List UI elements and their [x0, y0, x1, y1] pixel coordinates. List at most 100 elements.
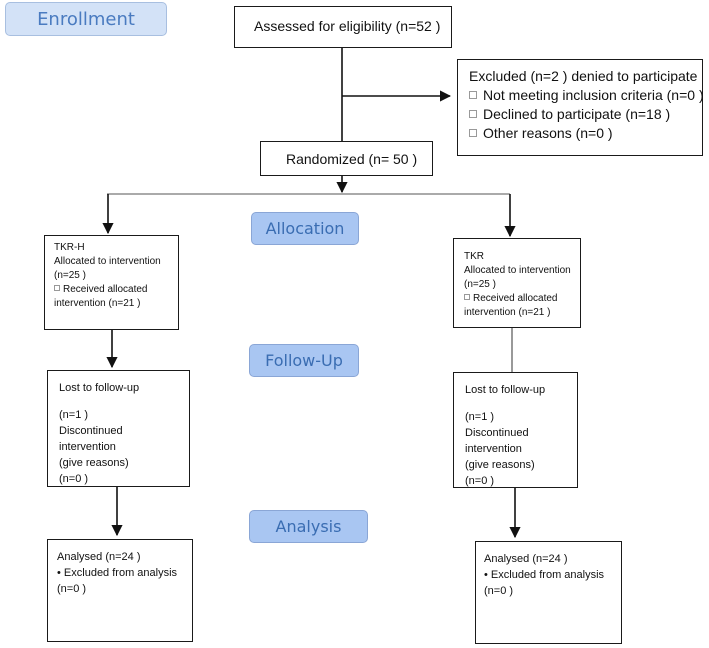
right-received-label: Received allocated: [473, 293, 558, 304]
left-analysed-label: Analysed: [57, 551, 103, 563]
eligibility-box: Assessed for eligibility (n=52 ): [234, 6, 452, 48]
right-lost-close: ): [490, 410, 495, 423]
excluded-item-label: Not meeting inclusion criteria: [483, 86, 663, 103]
excluded-item-label: Declined to participate: [483, 105, 622, 122]
left-excluded-analysis: • Excluded from analysis: [57, 566, 192, 582]
right-discontinued-count: (n=0 ): [465, 474, 577, 487]
left-arm-name: TKR-H: [54, 242, 85, 253]
left-analysed-n: (n=24: [105, 551, 134, 563]
eligibility-n: (n=52: [395, 18, 432, 34]
right-received-close: ): [547, 307, 551, 318]
eligibility-n-close: ): [435, 18, 441, 34]
right-discontinued-reasons: (give reasons): [465, 458, 535, 471]
right-analysis-box: Analysed (n=24 ) • Excluded from analysi…: [475, 541, 622, 644]
left-analysis-box: Analysed (n=24 ) • Excluded from analysi…: [47, 539, 193, 642]
stage-analysis: Analysis: [249, 510, 368, 543]
left-discontinued-label: Discontinued: [59, 424, 123, 437]
stage-allocation-label: Allocation: [265, 219, 345, 238]
right-arm-name: TKR: [464, 251, 484, 262]
left-received: Received allocated: [54, 283, 178, 297]
right-lost-n: (n=1: [465, 410, 488, 423]
excluded-heading-n: (n=2: [530, 68, 559, 84]
checkbox-icon: [464, 294, 470, 301]
right-excluded-analysis-count: (n=0 ): [484, 584, 621, 600]
right-analysed-close: ): [563, 553, 568, 565]
right-lost-count: (n=1 ): [465, 410, 577, 426]
right-follow-up-box: Lost to follow-up (n=1 ) Discontinued in…: [453, 372, 578, 488]
left-lost-close: ): [84, 408, 89, 421]
checkbox-icon: [469, 128, 477, 137]
randomized-label: Randomized: [286, 151, 365, 167]
left-allocated-count: (n=25 ): [54, 269, 178, 283]
left-analysed: Analysed (n=24 ): [57, 550, 192, 566]
left-discontinued-reasons: (give reasons): [59, 456, 129, 469]
stage-analysis-label: Analysis: [275, 517, 342, 536]
randomized-box: Randomized (n= 50 ): [260, 141, 433, 176]
right-discontinued-close: ): [490, 474, 495, 487]
right-analysed-n: (n=24: [532, 553, 561, 565]
left-analysed-close: ): [136, 551, 141, 563]
excluded-item-close: ): [607, 124, 613, 141]
bullet-icon: •: [484, 568, 488, 581]
stage-enrollment: Enrollment: [5, 2, 167, 36]
excluded-item-n: (n=18: [625, 105, 662, 122]
left-discontinued-count: (n=0 ): [59, 472, 189, 486]
right-lost-label: Lost to follow-up: [465, 384, 546, 396]
right-received-label-b: intervention: [464, 307, 516, 318]
right-analysed-label: Analysed: [484, 553, 530, 565]
checkbox-icon: [469, 91, 477, 100]
stage-allocation: Allocation: [251, 212, 359, 245]
right-received: Received allocated: [464, 292, 580, 306]
right-discontinued-label: Discontinued: [465, 426, 529, 439]
right-analysed: Analysed (n=24 ): [484, 552, 621, 568]
left-received-line2: intervention (n=21 ): [54, 297, 178, 311]
right-excluded-analysis-close: ): [509, 584, 514, 597]
excluded-item: Not meeting inclusion criteria (n=0 ): [469, 86, 704, 105]
excluded-item-label: Other reasons: [483, 124, 572, 141]
right-discontinued-n: (n=0: [465, 474, 488, 487]
left-discontinued-n: (n=0: [59, 472, 82, 485]
excluded-box: Excluded (n=2 ) denied to participate No…: [457, 59, 704, 156]
right-received-line2: intervention (n=21 ): [464, 306, 580, 320]
bullet-icon: •: [57, 566, 61, 579]
stage-follow-up: Follow-Up: [249, 344, 359, 377]
eligibility-label: Assessed for eligibility: [254, 18, 392, 34]
left-lost-label: Lost to follow-up: [59, 382, 140, 394]
right-excluded-analysis-n: (n=0: [484, 584, 507, 597]
stage-follow-up-label: Follow-Up: [265, 351, 343, 370]
excluded-heading-label: Excluded: [469, 68, 527, 84]
stage-enrollment-label: Enrollment: [37, 8, 135, 30]
left-excluded-analysis-label: Excluded from analysis: [63, 566, 178, 579]
checkbox-icon: [54, 285, 60, 292]
right-allocated-n: (n=25: [464, 279, 490, 290]
excluded-item-close: ): [698, 86, 704, 103]
left-received-label-b: intervention: [54, 298, 106, 309]
left-discontinued-label-b: intervention: [59, 440, 116, 453]
right-excluded-analysis: • Excluded from analysis: [484, 568, 621, 584]
left-excluded-analysis-count: (n=0 ): [57, 582, 192, 598]
right-allocation-box: TKR Allocated to intervention (n=25 ) Re…: [453, 238, 581, 328]
left-lost-count: (n=1 ): [59, 408, 189, 424]
left-received-close: ): [137, 298, 141, 309]
right-excluded-analysis-label: Excluded from analysis: [490, 568, 605, 581]
left-follow-up-box: Lost to follow-up (n=1 ) Discontinued in…: [47, 370, 190, 487]
checkbox-icon: [469, 110, 477, 119]
excluded-item-n: (n=0: [666, 86, 696, 103]
excluded-item-close: ): [665, 105, 671, 122]
randomized-n-close: ): [412, 151, 418, 167]
left-excluded-analysis-close: ): [82, 582, 87, 595]
left-received-label: Received allocated: [63, 284, 148, 295]
left-allocated-label: Allocated to intervention: [54, 256, 161, 267]
left-lost-n: (n=1: [59, 408, 82, 421]
right-discontinued-label-b: intervention: [465, 442, 522, 455]
right-received-n: (n=21: [518, 307, 545, 318]
left-discontinued-close: ): [84, 472, 89, 485]
excluded-item: Declined to participate (n=18 ): [469, 105, 702, 124]
excluded-heading-reason: ) denied to participate: [562, 68, 698, 84]
randomized-n: (n= 50: [368, 151, 409, 167]
right-allocated-count: (n=25 ): [464, 278, 580, 292]
left-excluded-analysis-n: (n=0: [57, 582, 80, 595]
excluded-item-n: (n=0: [575, 124, 605, 141]
excluded-item: Other reasons (n=0 ): [469, 124, 702, 143]
